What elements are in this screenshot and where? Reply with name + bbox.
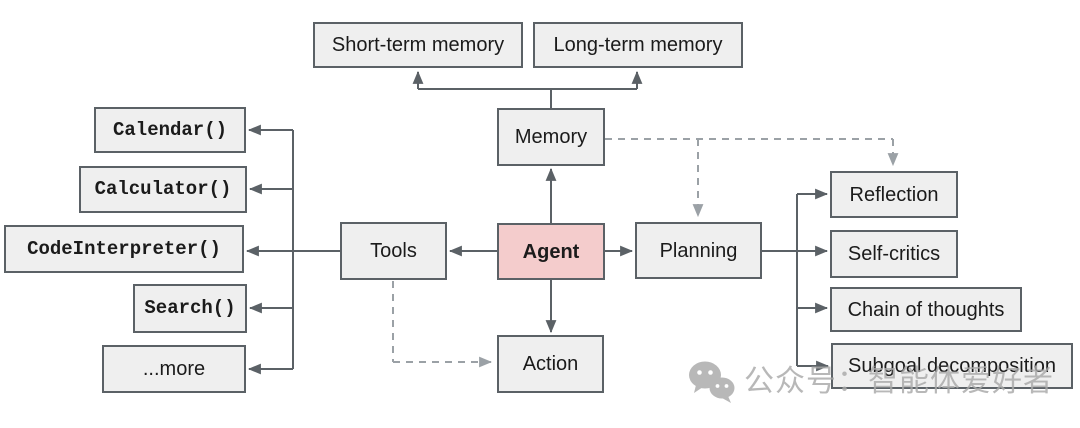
- node-calendar: Calendar(): [94, 107, 246, 153]
- node-tools: Tools: [340, 222, 447, 280]
- node-memory: Memory: [497, 108, 605, 166]
- node-agent: Agent: [497, 223, 605, 280]
- node-short-term-memory: Short-term memory: [313, 22, 523, 68]
- node-code-interpreter: CodeInterpreter(): [4, 225, 244, 273]
- node-action: Action: [497, 335, 604, 393]
- node-self-critics: Self-critics: [830, 230, 958, 278]
- node-planning: Planning: [635, 222, 762, 279]
- node-long-term-memory: Long-term memory: [533, 22, 743, 68]
- node-calculator: Calculator(): [79, 166, 247, 213]
- node-search: Search(): [133, 284, 247, 333]
- node-chain-of-thoughts: Chain of thoughts: [830, 287, 1022, 332]
- node-more: ...more: [102, 345, 246, 393]
- node-reflection: Reflection: [830, 171, 958, 218]
- node-subgoal-decomposition: Subgoal decomposition: [831, 343, 1073, 389]
